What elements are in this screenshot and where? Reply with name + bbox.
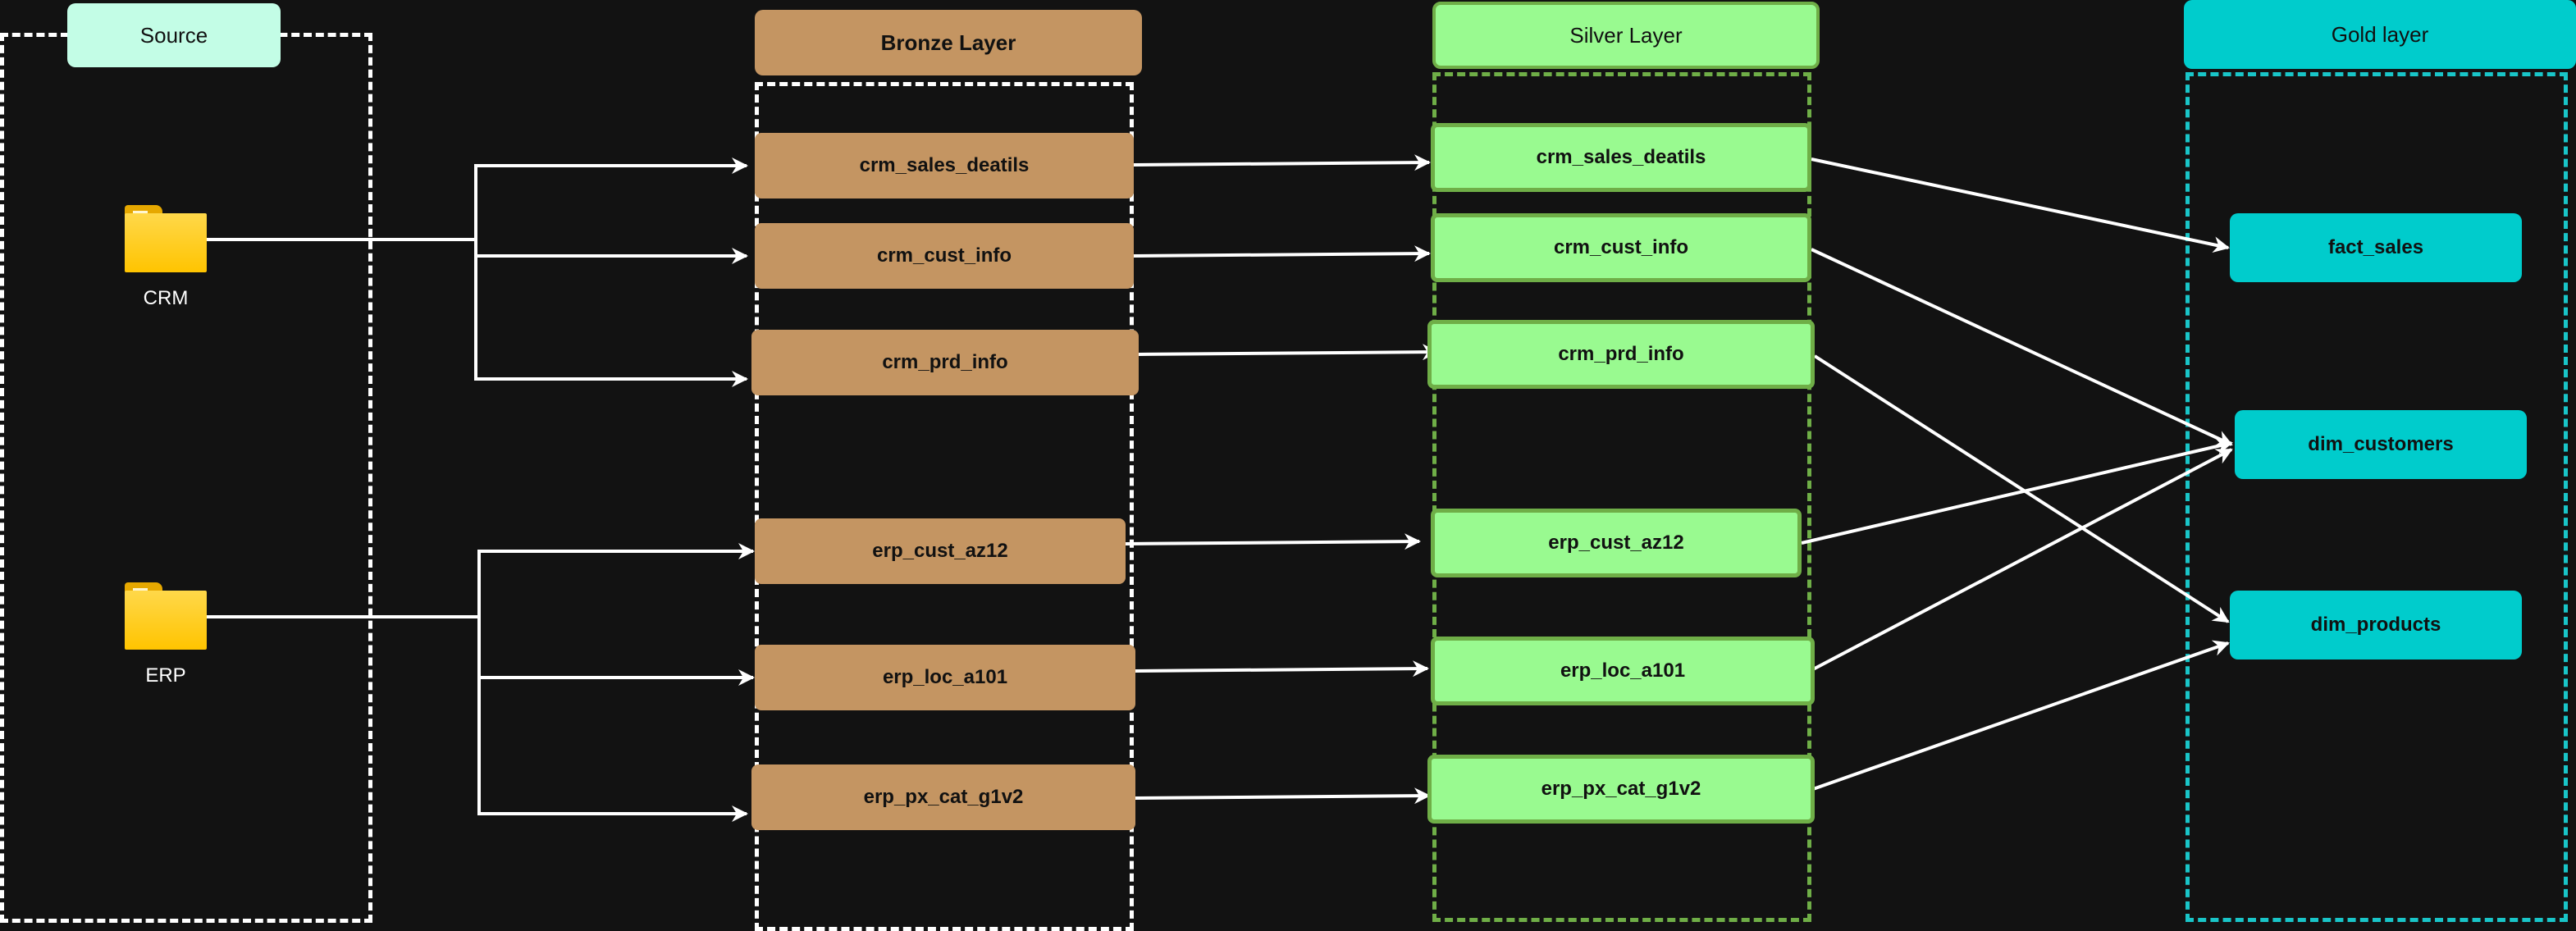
- arrow-silver-erp-px-to-dim-products: [1812, 640, 2230, 791]
- source-erp-label: ERP: [145, 664, 186, 687]
- arrow-bronze-to-silver-crm-cust: [1133, 245, 1431, 262]
- gold-layer-header: Gold layer: [2184, 0, 2576, 69]
- source-erp: ERP: [116, 582, 215, 687]
- silver-table-erp-loc-a101: erp_loc_a101: [1431, 637, 1815, 705]
- arrow-erp-to-bronze-erp-px: [477, 617, 748, 822]
- arrow-silver-erp-loc-to-dim-customers: [1812, 448, 2233, 671]
- silver-table-erp-px-cat-g1v2: erp_px_cat_g1v2: [1427, 755, 1815, 824]
- silver-layer-header: Silver Layer: [1432, 2, 1820, 69]
- arrow-silver-to-gold-fact-sales: [1811, 157, 2230, 253]
- arrow-bronze-to-silver-erp-loc: [1135, 660, 1429, 678]
- arrow-erp-to-bronze-erp-cust: [205, 543, 755, 618]
- bronze-table-crm-cust-info: crm_cust_info: [755, 223, 1134, 289]
- source-layer-header: Source: [67, 3, 281, 67]
- bronze-table-erp-px-cat-g1v2: erp_px_cat_g1v2: [751, 764, 1135, 830]
- arrow-bronze-to-silver-erp-cust: [1125, 533, 1421, 550]
- arrow-bronze-to-silver-crm-sales: [1133, 154, 1431, 171]
- source-crm-label: CRM: [143, 287, 189, 309]
- arrow-crm-to-bronze-crm-prd: [474, 240, 748, 387]
- arrow-erp-to-bronze-erp-loc: [477, 617, 755, 686]
- silver-table-crm-cust-info: crm_cust_info: [1431, 213, 1811, 282]
- bronze-table-crm-sales-deatils: crm_sales_deatils: [755, 133, 1134, 199]
- arrow-bronze-to-silver-erp-px: [1135, 787, 1431, 805]
- arrow-crm-to-bronze-crm-sales: [207, 157, 748, 241]
- silver-table-crm-prd-info: crm_prd_info: [1427, 320, 1815, 389]
- silver-table-erp-cust-az12: erp_cust_az12: [1431, 509, 1802, 577]
- gold-table-fact-sales: fact_sales: [2230, 213, 2522, 282]
- bronze-layer-frame: [755, 82, 1134, 931]
- silver-table-crm-sales-deatils: crm_sales_deatils: [1431, 123, 1811, 192]
- folder-icon: [125, 582, 207, 650]
- arrow-silver-erp-cust-to-dim-customers: [1801, 438, 2233, 545]
- gold-table-dim-customers: dim_customers: [2235, 410, 2527, 479]
- gold-layer-frame: [2185, 72, 2568, 922]
- arrow-silver-cust-to-dim-customers: [1811, 248, 2233, 446]
- gold-table-dim-products: dim_products: [2230, 591, 2522, 659]
- bronze-table-crm-prd-info: crm_prd_info: [751, 330, 1139, 395]
- silver-layer-frame: [1432, 72, 1811, 922]
- source-crm: CRM: [116, 205, 215, 310]
- bronze-table-erp-cust-az12: erp_cust_az12: [755, 518, 1126, 584]
- arrow-crm-to-bronze-crm-cust: [474, 240, 748, 264]
- arrow-bronze-to-silver-crm-prd: [1138, 344, 1439, 361]
- arrow-silver-prd-to-dim-products: [1813, 354, 2230, 623]
- bronze-table-erp-loc-a101: erp_loc_a101: [755, 645, 1135, 710]
- bronze-layer-header: Bronze Layer: [755, 10, 1142, 75]
- folder-icon: [125, 205, 207, 272]
